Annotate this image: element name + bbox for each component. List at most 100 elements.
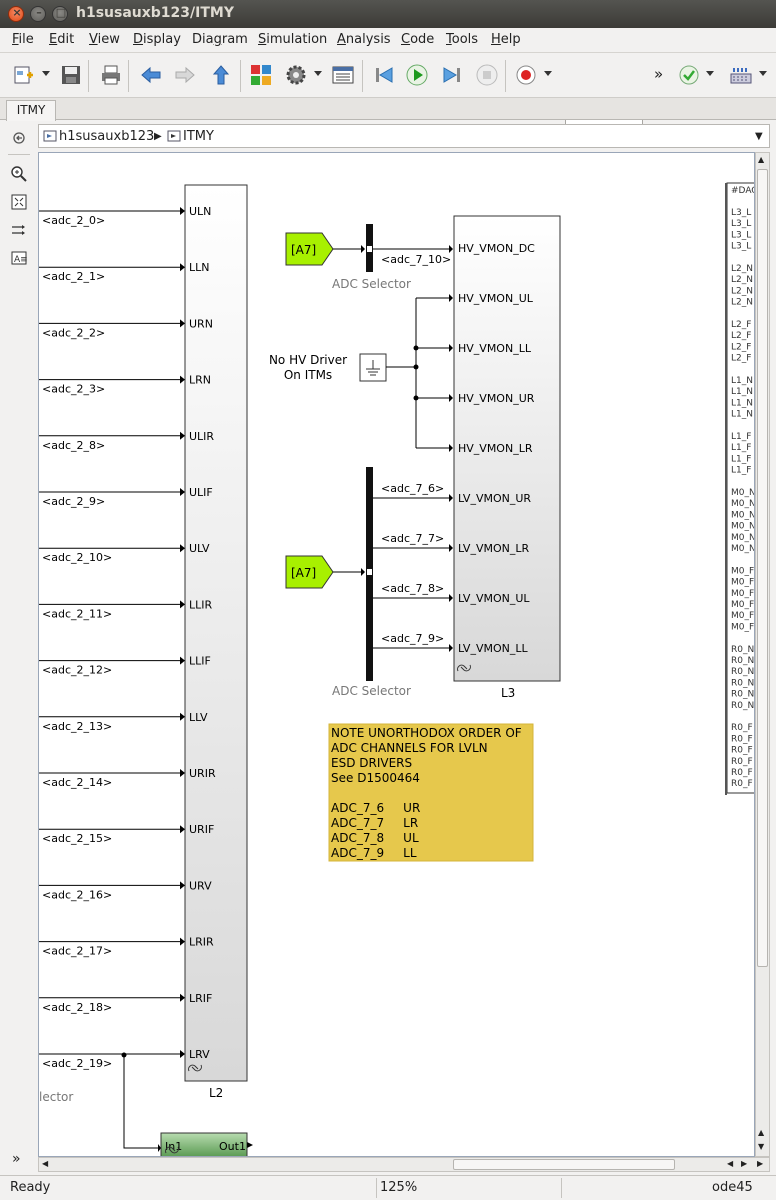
ground-branch-point [413,364,419,370]
daq-row: L1_F [731,443,751,453]
horizontal-scrollbar[interactable]: ◀ ◀ ▶ ▶ [38,1157,770,1172]
note-line: ADC_7_8 UL [331,831,419,845]
step-forward-button[interactable] [440,63,464,87]
l2-subsystem-block[interactable] [184,184,248,1082]
branch-line [123,1055,158,1149]
scroll-right-icon[interactable]: ▶ [757,1159,764,1168]
menu-edit[interactable]: Edit [49,32,75,47]
stop-button[interactable] [475,63,499,87]
toolbar-overflow[interactable]: » [654,65,664,83]
from-tag-a7-top-label: [A7] [291,243,316,257]
close-window-button[interactable]: × [8,6,24,22]
scroll-right-icon[interactable]: ▶ [741,1159,748,1168]
daq-row: L3_L [731,208,751,218]
subsystem-library-link-icon [165,1146,179,1154]
menu-diagram[interactable]: Diagram [192,32,248,47]
tab-itmy[interactable]: ITMY [6,100,56,121]
model-config-dropdown[interactable] [314,71,322,76]
print-button[interactable] [99,63,123,87]
scroll-up-icon[interactable]: ▲ [758,1128,765,1137]
up-button[interactable] [209,63,233,87]
scroll-left-icon[interactable]: ◀ [727,1159,734,1168]
library-browser-button[interactable] [249,63,273,87]
l2-input-arrow [180,881,185,890]
menu-file[interactable]: File [12,32,34,47]
breadcrumb-dropdown-icon[interactable]: ▼ [755,131,763,142]
model-advisor-button[interactable] [677,63,701,87]
signal-arrows-icon [12,225,25,235]
subsystem-in-port: In1 [165,1140,182,1153]
back-button[interactable] [139,63,163,87]
daq-row: M0_F [731,566,754,576]
breadcrumb-current[interactable]: ITMY [183,129,214,144]
note-annotation[interactable] [328,723,534,862]
note-line: ESD DRIVERS [331,756,412,770]
forward-button[interactable] [173,63,197,87]
l2-signal-label: <adc_2_15> [42,832,112,845]
status-solver[interactable]: ode45 [712,1180,753,1195]
adc-selector-bottom-label: ADC Selector [332,684,411,698]
vertical-scrollbar[interactable]: ▲ ▲ ▼ [755,152,770,1157]
step-back-button[interactable] [372,63,396,87]
l2-port-label: LLN [189,261,210,274]
hide-browser-button[interactable] [10,129,28,147]
l2-input-arrow [180,1050,185,1058]
l2-input-arrow [180,993,185,1002]
menu-analysis[interactable]: Analysis [337,32,391,47]
annotation-button[interactable]: A≡ [10,249,28,267]
l2-port-label: LRIR [189,936,214,949]
save-button[interactable] [59,63,83,87]
from-tag-a7-bottom[interactable] [285,555,334,589]
run-button[interactable] [405,63,429,87]
breadcrumb-root[interactable]: h1susauxb123 [59,129,155,144]
new-model-dropdown[interactable] [42,71,50,76]
l2-signal-label: <adc_2_8> [42,439,105,452]
from-tag-a7-bottom-label: [A7] [291,566,316,580]
no-hv-driver-line2: On ITMs [284,368,332,382]
build-dropdown[interactable] [759,71,767,76]
l3-subsystem-block[interactable] [453,215,561,682]
build-button[interactable] [729,63,753,87]
build-icon [730,68,752,84]
menu-view[interactable]: View [89,32,120,47]
model-explorer-button[interactable] [331,63,355,87]
menu-help[interactable]: Help [491,32,521,47]
signal-arrow-button[interactable] [10,221,28,239]
daq-row: L2_F [731,354,751,364]
fit-view-icon [11,194,27,210]
new-model-button[interactable] [12,63,36,87]
menu-simulation[interactable]: Simulation [258,32,328,47]
minimize-window-button[interactable]: – [30,6,46,22]
daq-row: R0_N [731,701,754,711]
model-canvas[interactable]: L2 ULN<adc_2_0>LLN<adc_2_1>URN<adc_2_2>L… [38,152,755,1157]
daq-row: R0_N [731,690,754,700]
ground-icon [366,360,380,376]
daq-channels-block[interactable] [726,182,755,794]
scroll-up-icon[interactable]: ▲ [758,155,765,164]
branch-point [121,1052,127,1058]
daq-row: M0_N [731,533,755,543]
from-tag-a7-top[interactable] [285,232,334,266]
vertical-scroll-thumb[interactable] [757,169,768,967]
l2-signal-label: <adc_2_2> [42,326,105,339]
step-back-icon [376,67,393,83]
model-advisor-dropdown[interactable] [706,71,714,76]
menu-code[interactable]: Code [401,32,435,47]
menu-display[interactable]: Display [133,32,181,47]
model-config-button[interactable] [284,63,308,87]
expand-palette-button[interactable]: » [12,1151,21,1167]
horizontal-scroll-thumb[interactable] [453,1159,675,1170]
zoom-button[interactable] [10,165,28,183]
maximize-window-button[interactable]: □ [52,6,68,22]
record-button[interactable] [514,63,538,87]
breadcrumb: h1susauxb123 ▶ ITMY ▼ [38,124,770,148]
ground-branch-point [413,395,419,401]
lv-signal-label: <adc_7_8> [381,582,444,595]
fit-to-view-button[interactable] [10,193,28,211]
menu-tools[interactable]: Tools [446,32,479,47]
scroll-left-icon[interactable]: ◀ [42,1159,49,1168]
block-diagram[interactable]: L2 ULN<adc_2_0>LLN<adc_2_1>URN<adc_2_2>L… [39,153,755,1157]
l2-port-label: ULV [189,542,210,555]
record-dropdown[interactable] [544,71,552,76]
scroll-down-icon[interactable]: ▼ [758,1142,765,1151]
